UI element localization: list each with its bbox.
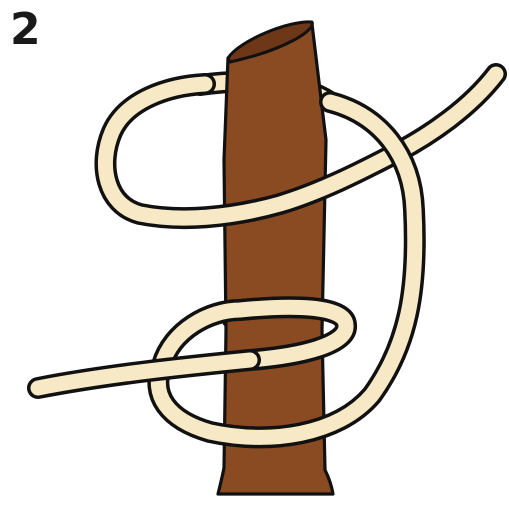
knot-step-illustration: 2 [0,0,509,505]
knot-diagram [0,0,509,505]
